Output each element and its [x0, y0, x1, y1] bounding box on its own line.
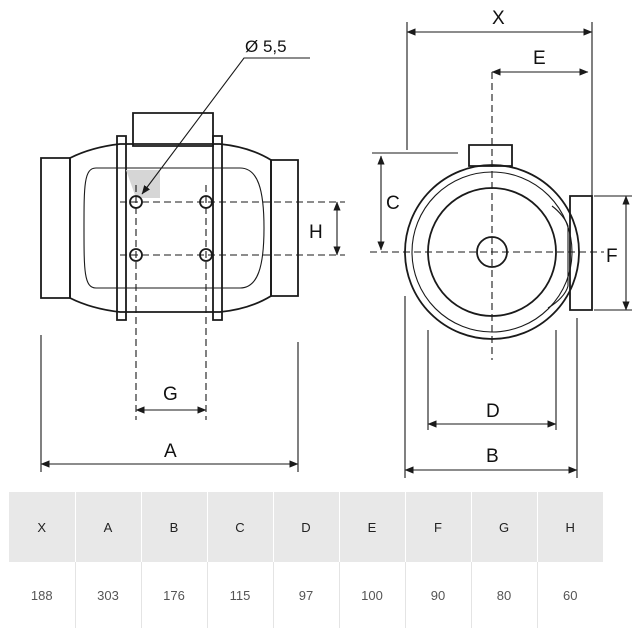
table-header-cell: A [75, 492, 142, 562]
table-cell: 100 [339, 562, 406, 628]
dimension-label-B: B [486, 446, 499, 467]
dimension-label-H: H [309, 222, 323, 243]
dimension-label-A: A [164, 441, 177, 462]
table-cell: 188 [9, 562, 76, 628]
table-header-cell: G [471, 492, 538, 562]
hole-diameter-label: Ø 5,5 [245, 37, 287, 56]
table-cell: 97 [273, 562, 340, 628]
table-cell: 90 [405, 562, 472, 628]
table-header-cell: D [273, 492, 340, 562]
dimension-label-C: C [386, 193, 400, 214]
table-cell: 80 [471, 562, 538, 628]
table-cell: 115 [207, 562, 274, 628]
dimensions-table: X A B C D E F G H 188 303 176 115 97 100… [9, 492, 603, 628]
table-header-cell: H [537, 492, 603, 562]
table-cell: 60 [537, 562, 603, 628]
front-view: X E C F D B [370, 8, 632, 478]
table-header-cell: C [207, 492, 274, 562]
table-header-cell: F [405, 492, 472, 562]
dimension-label-D: D [486, 401, 500, 422]
table-header-cell: X [9, 492, 76, 562]
table-row: 188 303 176 115 97 100 90 80 60 [9, 562, 603, 628]
dimension-label-F: F [606, 246, 618, 267]
table-header-row: X A B C D E F G H [9, 492, 603, 562]
table-cell: 303 [75, 562, 142, 628]
dimension-label-E: E [533, 48, 546, 69]
table-header-cell: E [339, 492, 406, 562]
dimension-label-X: X [492, 8, 505, 29]
table-header-cell: B [141, 492, 208, 562]
technical-drawing: Ø 5,5 H G A X E [40, 8, 632, 478]
side-view: Ø 5,5 H G A [40, 37, 345, 472]
table-cell: 176 [141, 562, 208, 628]
dimension-label-G: G [163, 384, 178, 405]
